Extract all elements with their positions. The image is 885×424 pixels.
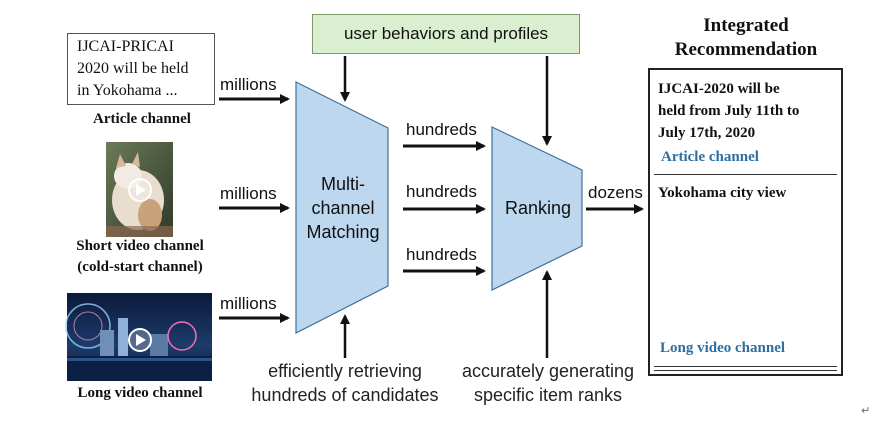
- ranking-note-line: accurately generating: [461, 361, 635, 381]
- ranking-note-line: specific item ranks: [473, 385, 623, 405]
- panel-video-title[interactable]: Yokohama city view: [658, 185, 787, 201]
- panel-article-item[interactable]: IJCAI-2020 will be held from July 11th t…: [658, 78, 840, 144]
- panel-divider: [654, 370, 837, 371]
- millions-label: millions: [220, 294, 277, 313]
- integrated-title: Integrated Recommendation: [640, 14, 852, 62]
- integrated-title-line: Recommendation: [674, 39, 818, 60]
- matching-title-line: Multi-: [321, 174, 365, 194]
- panel-article-text-line: July 17th, 2020: [658, 125, 756, 141]
- cold-start-channel-label: (cold-start channel): [77, 259, 203, 275]
- millions-label: millions: [220, 75, 277, 94]
- user-behaviors-box: user behaviors and profiles: [312, 14, 580, 54]
- long-video-channel-label: Long video channel: [77, 385, 203, 401]
- article-preview-box[interactable]: IJCAI-PRICAI 2020 will be held in Yokoha…: [67, 33, 215, 105]
- panel-article-channel-label: Article channel: [661, 149, 759, 165]
- hundreds-label: hundreds: [406, 182, 477, 201]
- play-icon[interactable]: [128, 328, 152, 352]
- dozens-label: dozens: [588, 183, 643, 202]
- retrieval-note-line: efficiently retrieving: [268, 361, 422, 381]
- millions-label: millions: [220, 184, 277, 203]
- integrated-title-line: Integrated: [703, 15, 789, 36]
- ranking-shape: [491, 126, 583, 291]
- retrieval-note: efficiently retrieving hundreds of candi…: [238, 359, 452, 407]
- panel-video-channel-label: Long video channel: [660, 340, 786, 356]
- hundreds-label: hundreds: [406, 245, 477, 264]
- article-channel-label: Article channel: [93, 111, 191, 127]
- ranking-note: accurately generating specific item rank…: [450, 359, 646, 407]
- play-icon[interactable]: [128, 178, 152, 202]
- panel-divider: [654, 366, 837, 367]
- return-mark-icon: ↵: [861, 405, 871, 417]
- short-video-channel-label: Short video channel: [76, 238, 204, 254]
- ranking-title: Ranking: [504, 198, 572, 218]
- matching-shape: [295, 81, 389, 334]
- short-video-thumbnail[interactable]: [106, 142, 173, 237]
- matching-title: Multi- channel Matching: [298, 172, 388, 244]
- recommendation-panel: IJCAI-2020 will be held from July 11th t…: [648, 68, 843, 376]
- matching-title-line: Matching: [306, 222, 380, 242]
- panel-article-text-line: held from July 11th to: [658, 103, 800, 119]
- retrieval-note-line: hundreds of candidates: [251, 385, 439, 405]
- panel-article-text-line: IJCAI-2020 will be: [658, 81, 780, 97]
- matching-title-line: channel: [311, 198, 375, 218]
- panel-divider: [654, 174, 837, 175]
- hundreds-label: hundreds: [406, 120, 477, 139]
